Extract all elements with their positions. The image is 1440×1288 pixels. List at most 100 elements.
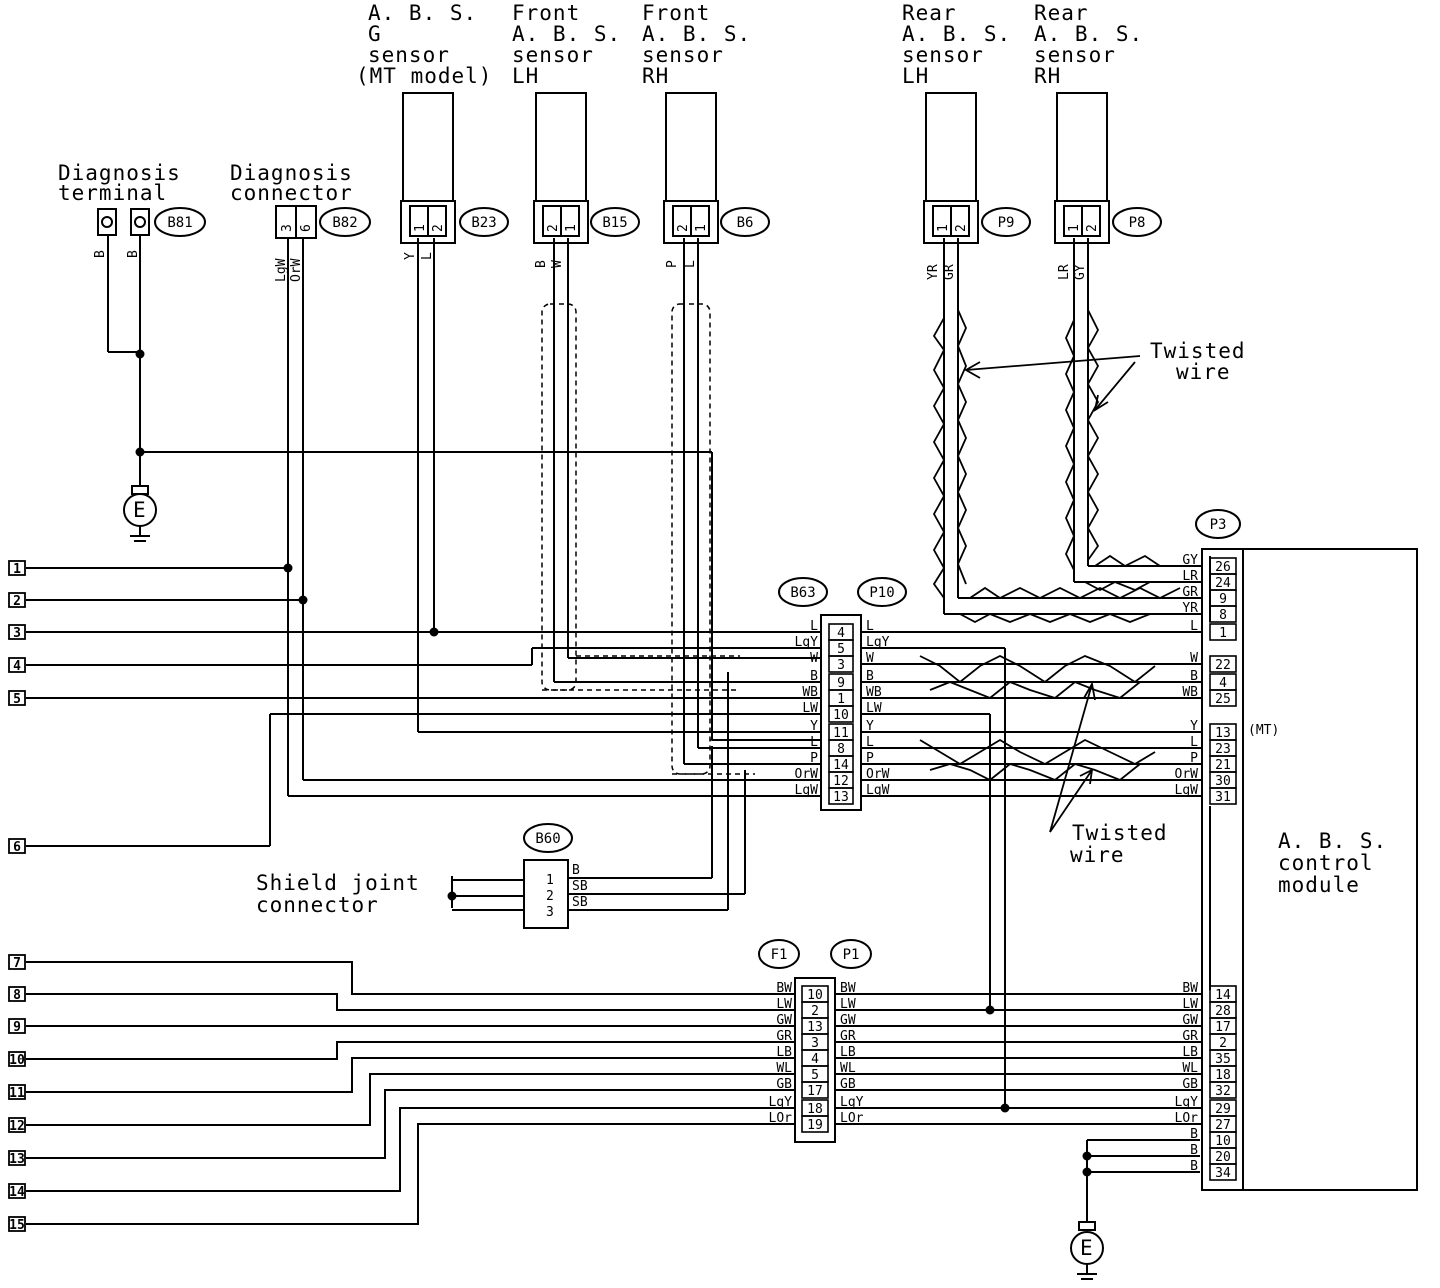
twisted-wire-marks (919, 309, 1181, 782)
svg-text:2: 2 (954, 224, 969, 232)
line-ref-number: 12 (9, 1119, 25, 1134)
p3-wire-color: LgW (1175, 783, 1199, 798)
p10-wire-color: L (866, 619, 874, 634)
svg-text:LH: LH (512, 64, 539, 88)
b63-wire-color: B (810, 669, 818, 684)
rear-rh-sensor-body (1056, 92, 1108, 202)
svg-text:G: G (368, 22, 382, 46)
b63-pin-number: 5 (837, 642, 845, 657)
p10-wire-color: L (866, 735, 874, 750)
f1-pin-number: 19 (807, 1118, 823, 1133)
svg-text:RH: RH (642, 64, 669, 88)
line-ref-box (8, 690, 26, 706)
p1-wire-color: GB (840, 1077, 856, 1092)
p3-pin-number: 25 (1215, 692, 1231, 707)
f1-wire-color: LOr (769, 1111, 793, 1126)
f1-pin-number: 13 (807, 1020, 823, 1035)
p3-pin-number: 34 (1215, 1166, 1231, 1181)
f1-oval (758, 939, 800, 969)
p3-wire-color: B (1190, 1127, 1198, 1142)
svg-text:A. B. S.: A. B. S. (512, 22, 621, 46)
p3-pin-number: 22 (1215, 658, 1231, 673)
svg-text:sensor: sensor (368, 43, 450, 67)
twisted-wire-label-top: Twisted wire (1150, 339, 1245, 384)
p1-wire-color: LW (840, 997, 856, 1012)
svg-text:terminal: terminal (58, 181, 167, 205)
p3-wire-color: OrW (1175, 767, 1199, 782)
module-label: A. B. S. control module (1278, 829, 1386, 897)
front-lh-title: Front A. B. S. sensor LH (512, 1, 621, 88)
f1-label: F1 (771, 947, 788, 963)
f1-pin-cell (801, 1081, 829, 1099)
p3-pin-number: 35 (1215, 1052, 1231, 1067)
b60-pins: 1 2 3 B SB SB (546, 863, 588, 920)
p3-wire-color: Y (1190, 719, 1198, 734)
svg-text:(MT model): (MT model) (356, 64, 492, 88)
b63-pin-cell (828, 705, 854, 723)
svg-text:B: B (126, 250, 141, 258)
line-ref-box (8, 624, 26, 640)
p3-pin-cell (1209, 787, 1237, 805)
b63-label: B63 (790, 585, 815, 601)
rear-lh-title: Rear A. B. S. sensor LH (902, 1, 1010, 88)
b6-plug (663, 200, 719, 244)
b63-pin-number: 10 (833, 708, 849, 723)
svg-text:Rear: Rear (1034, 1, 1089, 25)
svg-text:sensor: sensor (642, 43, 724, 67)
b15-oval (590, 207, 640, 237)
line-ref-box (8, 986, 26, 1002)
svg-text:wire: wire (1176, 360, 1231, 384)
b81-oval (154, 207, 206, 237)
f1-pin-number: 4 (811, 1052, 819, 1067)
f1-pin-number: 5 (811, 1068, 819, 1083)
line-ref-box (8, 657, 26, 673)
f1-pin-number: 2 (811, 1004, 819, 1019)
svg-text:GY: GY (1073, 264, 1088, 280)
line-ref-number: 11 (9, 1086, 25, 1101)
ground-label-bottom: E (1080, 1236, 1094, 1260)
p3-wire-color: LgY (1175, 1095, 1199, 1110)
b15-label: B15 (602, 215, 627, 231)
p3-wire-color: L (1190, 619, 1198, 634)
svg-text:wire: wire (1070, 843, 1125, 867)
b63-pin-number: 13 (833, 790, 849, 805)
line-ref-box (8, 838, 26, 854)
diagnosis-terminal-title: Diagnosis terminal (58, 161, 181, 205)
b63-pin-number: 3 (837, 658, 845, 673)
svg-text:Diagnosis: Diagnosis (58, 161, 181, 185)
p3-pin-number: 32 (1215, 1084, 1231, 1099)
p3-pin-number: 10 (1215, 1134, 1231, 1149)
svg-text:sensor: sensor (512, 43, 594, 67)
f1-wire-color: LgY (769, 1095, 793, 1110)
b63-pin-cell (828, 787, 854, 805)
p8-oval (1112, 207, 1162, 237)
svg-text:LH: LH (902, 64, 929, 88)
svg-text:3: 3 (280, 224, 295, 232)
p9-label: P9 (998, 215, 1015, 231)
p10-oval (857, 577, 907, 607)
line-ref-number: 15 (9, 1218, 25, 1233)
p3-pin-number: 4 (1219, 676, 1227, 691)
p3-pin-number: 8 (1219, 608, 1227, 623)
line-ref-number: 3 (13, 626, 21, 641)
line-ref-number: 7 (13, 956, 21, 971)
front-rh-sensor-body (665, 92, 717, 202)
svg-text:SB: SB (572, 879, 588, 894)
b63-pin-number: 11 (833, 726, 849, 741)
svg-text:L: L (420, 252, 435, 260)
svg-text:YR: YR (926, 264, 941, 280)
p1-wire-color: WL (840, 1061, 856, 1076)
svg-text:2: 2 (1085, 224, 1100, 232)
p3-wire-color: LOr (1175, 1111, 1199, 1126)
svg-text:1: 1 (936, 224, 951, 232)
line-ref-number: 6 (13, 840, 21, 855)
front-lh-sensor-body (535, 92, 587, 202)
b82-oval (319, 207, 371, 237)
p3-wire-color: B (1190, 1159, 1198, 1174)
line-ref-box (8, 954, 26, 970)
b15-plug (533, 200, 589, 244)
rear-rh-title: Rear A. B. S. sensor RH (1034, 1, 1142, 88)
svg-text:Diagnosis: Diagnosis (230, 161, 353, 185)
p3-pin-number: 23 (1215, 742, 1231, 757)
